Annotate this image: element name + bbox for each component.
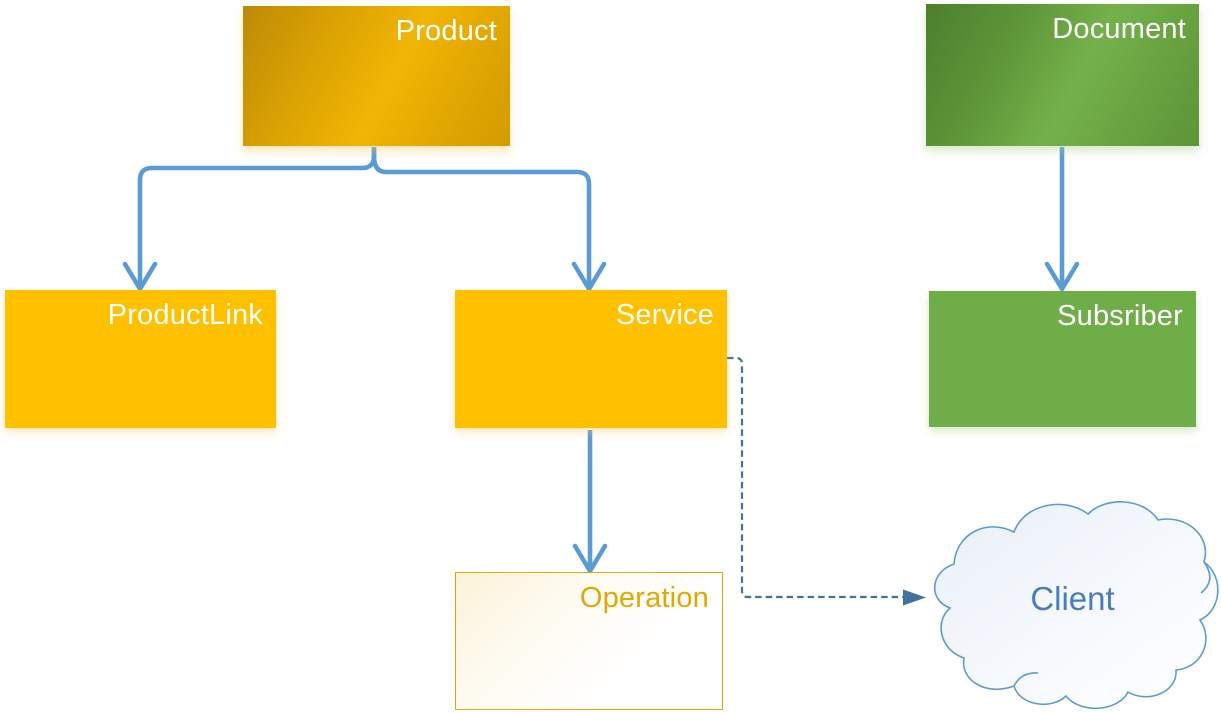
cloud-inner-arc-right: [1200, 561, 1211, 594]
edge-service-operation: [572, 430, 608, 574]
node-service-label: Service: [615, 299, 714, 331]
node-operation-label: Operation: [579, 582, 709, 614]
node-client-label: Client: [1030, 580, 1115, 617]
node-subsriber-label: Subsriber: [1057, 300, 1183, 332]
edge-document-subsriber: [1044, 147, 1080, 292]
node-service: Service: [455, 290, 727, 428]
node-product-label: Product: [395, 15, 497, 47]
node-operation: Operation: [455, 572, 723, 710]
client-cloud: [933, 501, 1219, 710]
cloud-inner-arc-bottom-left: [1013, 672, 1039, 687]
node-document-label: Document: [1052, 13, 1186, 45]
node-productlink: ProductLink: [5, 290, 276, 428]
cloud-outline: [933, 501, 1219, 710]
node-subsriber: Subsriber: [929, 291, 1196, 427]
edge-product-service: [371, 147, 607, 292]
edge-product-productlink: [122, 147, 377, 292]
edge-service-client-dashed: [727, 356, 926, 606]
node-productlink-label: ProductLink: [107, 299, 263, 331]
node-product: Product: [243, 6, 510, 146]
node-document: Document: [926, 4, 1199, 146]
